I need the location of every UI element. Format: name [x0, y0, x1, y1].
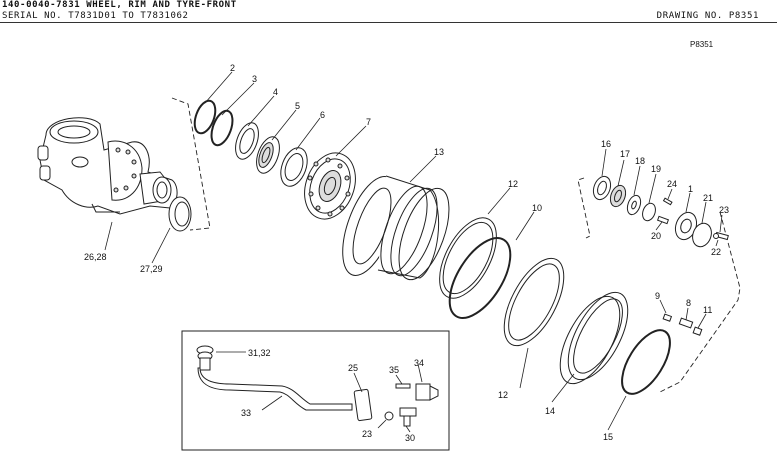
drawing-title: 140-0040-7831 WHEEL, RIM AND TYRE-FRONT: [2, 0, 237, 10]
callout-2: 2: [230, 63, 235, 73]
callout-23-upper: 23: [719, 205, 729, 215]
callout-8: 8: [686, 298, 691, 308]
callout-13: 13: [434, 147, 444, 157]
callout-3: 3: [252, 74, 257, 84]
bearing-17: [609, 184, 627, 208]
bolt-20: [656, 215, 670, 225]
callout-18: 18: [635, 156, 645, 166]
callout-10: 10: [532, 203, 542, 213]
callout-35: 35: [389, 365, 399, 375]
callout-22: 22: [711, 247, 721, 257]
leader-lines: [104, 71, 723, 433]
spindle-housing: [37, 117, 178, 215]
callout-9: 9: [655, 291, 660, 301]
o-ring-10: [448, 237, 512, 319]
bearing-16: [592, 175, 612, 201]
side-flange-14: [559, 291, 629, 385]
snap-ring-15: [621, 329, 671, 395]
wheel-hub-7: [304, 152, 356, 220]
callout-33: 33: [241, 408, 251, 418]
bearing-cup-6: [280, 147, 308, 187]
callout-21: 21: [703, 193, 713, 203]
lock-ring-12-lower: [503, 257, 565, 347]
seal-27-29: [168, 196, 192, 232]
callout-12-lower: 12: [498, 390, 508, 400]
callout-11: 11: [703, 305, 712, 315]
callout-31-32: 31,32: [248, 348, 271, 358]
washer-18: [626, 194, 642, 216]
callout-26-28: 26,28: [84, 252, 107, 262]
snap-ring-3: [210, 109, 234, 147]
callout-16: 16: [601, 139, 611, 149]
callout-17: 17: [620, 149, 630, 159]
callout-15: 15: [603, 432, 613, 442]
nut-19: [642, 202, 656, 222]
pin-24: [662, 197, 673, 206]
callout-5: 5: [295, 101, 300, 111]
callout-25: 25: [348, 363, 358, 373]
inflation-kit-inset: [181, 330, 450, 451]
callout-1: 1: [688, 184, 693, 194]
callout-labels: 2 3 4 5 6 7 13 12 10 26,28 27,29 16 17 1…: [84, 63, 729, 443]
plate-id: P8351: [690, 40, 714, 49]
callout-12-upper: 12: [508, 179, 518, 189]
group-outlines: [171, 97, 741, 393]
wheel-rim-13: [342, 175, 450, 281]
callout-23-lower: 23: [362, 429, 372, 439]
callout-34: 34: [414, 358, 424, 368]
callout-4: 4: [273, 87, 278, 97]
snap-ring-2: [193, 99, 217, 135]
bolt-23-22: [713, 231, 729, 241]
callout-20: 20: [651, 231, 661, 241]
callout-6: 6: [320, 110, 325, 120]
cap-11: [692, 326, 703, 336]
callout-27-29: 27,29: [140, 264, 163, 274]
callout-7: 7: [366, 117, 371, 127]
ring-4: [235, 122, 259, 160]
serial-range: SERIAL NO. T7831D01 TO T7831062: [2, 11, 189, 21]
callout-24: 24: [667, 179, 677, 189]
callout-30: 30: [405, 433, 415, 443]
cover-21: [692, 222, 712, 248]
valve-8: [678, 317, 694, 329]
callout-14: 14: [545, 406, 555, 416]
drawing-number: DRAWING NO. P8351: [656, 11, 759, 21]
header-rule: [0, 22, 777, 23]
part-9: [662, 313, 673, 322]
callout-19: 19: [651, 164, 661, 174]
